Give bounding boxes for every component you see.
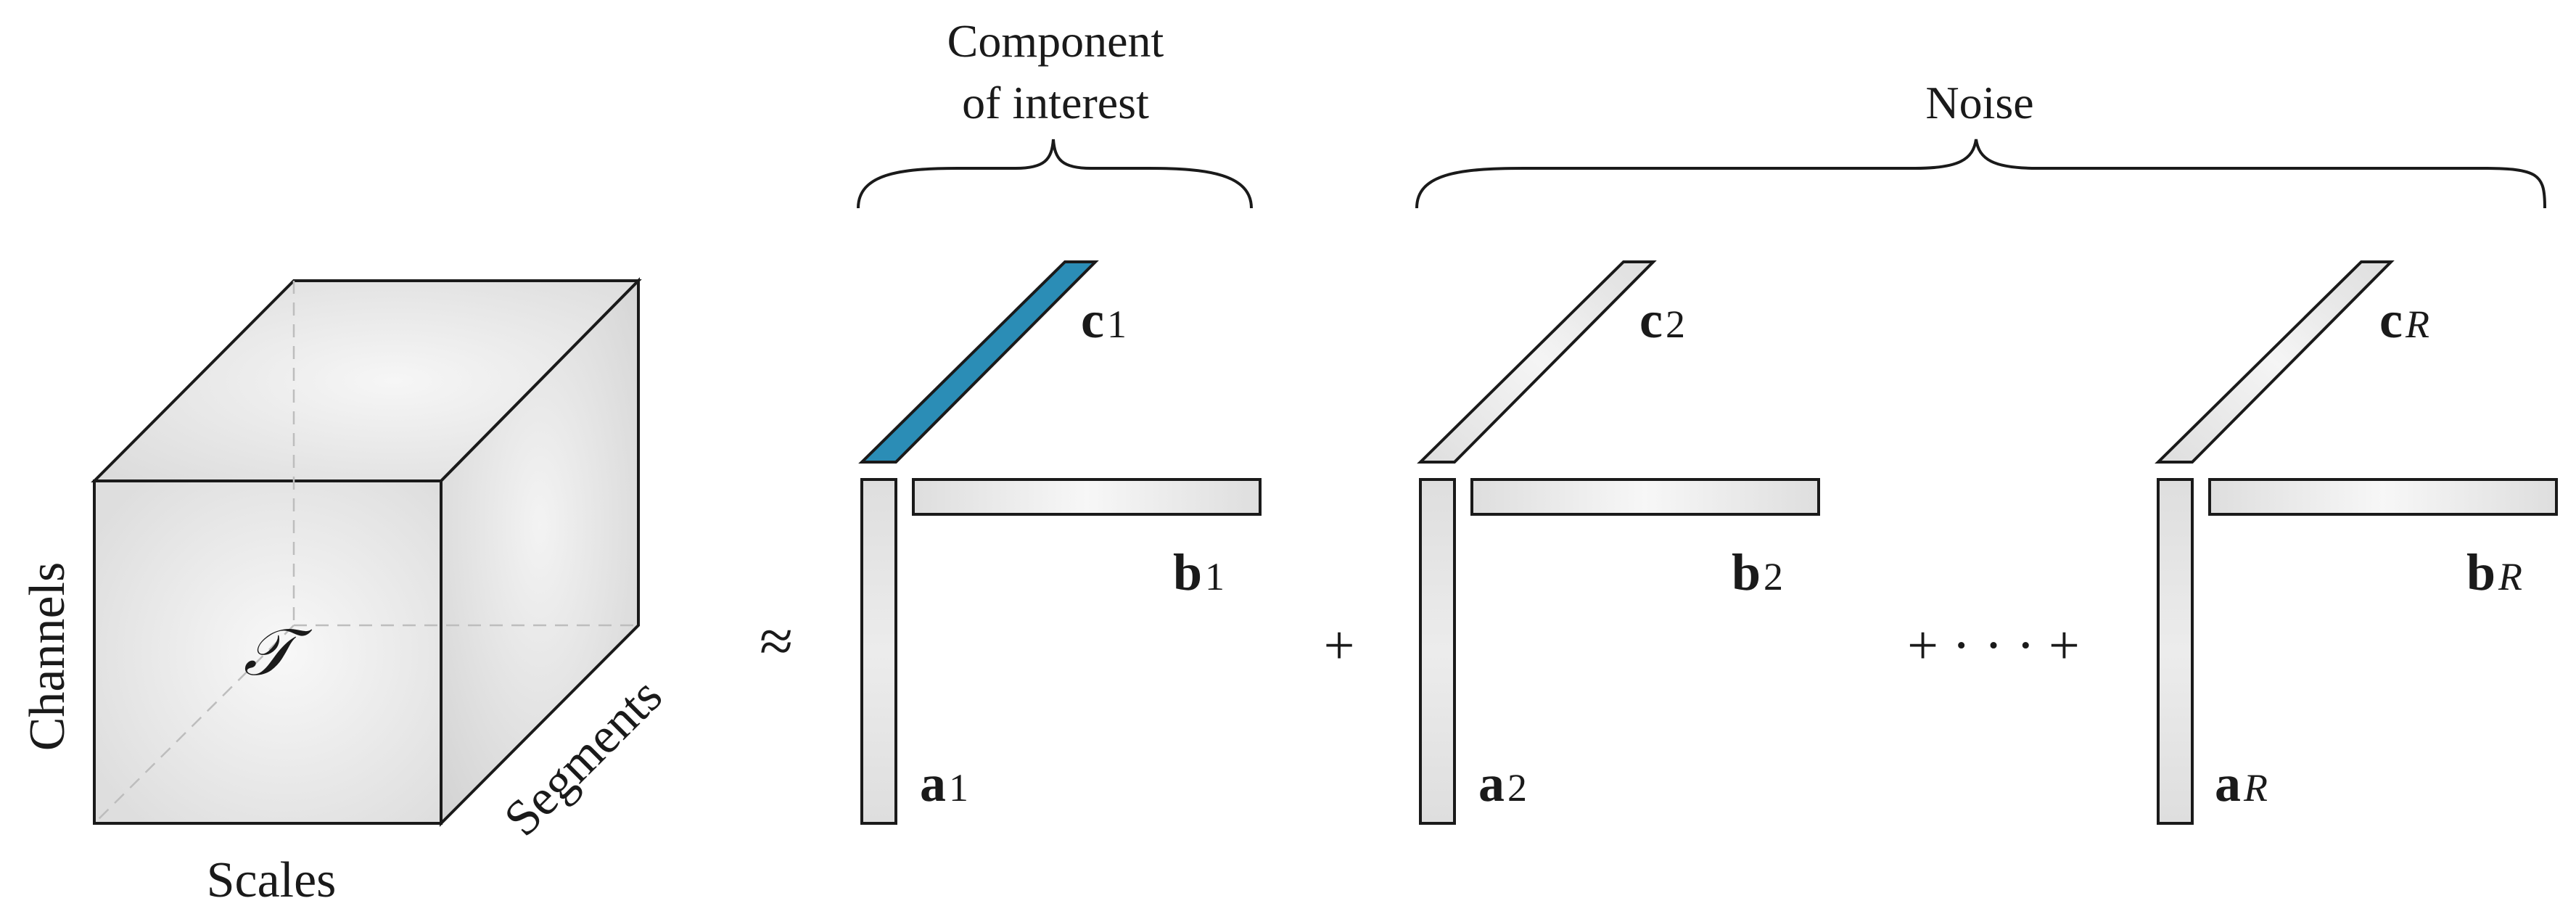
a1-label: a [920, 754, 946, 812]
vector-bR [2208, 478, 2558, 516]
vector-cR [2155, 260, 2395, 464]
channels-axis-label: Channels [20, 562, 75, 752]
scales-axis-label: Scales [207, 852, 337, 908]
component-of-interest-title-line2: of interest [962, 77, 1149, 128]
vector-b2 [1470, 478, 1820, 516]
component-of-interest-title-line1: Component [947, 15, 1164, 67]
vector-a1 [860, 478, 897, 825]
svg-text:a1: a1 [920, 754, 968, 812]
tensor-cube: 𝒯 Channels Scales Segments [20, 277, 673, 908]
b2-label: b [1732, 543, 1761, 601]
svg-text:c2: c2 [1639, 291, 1685, 349]
noise-title: Noise [1925, 77, 2033, 128]
svg-text:aR: aR [2215, 754, 2268, 812]
svg-text:a2: a2 [1478, 754, 1527, 812]
vector-b1 [912, 478, 1262, 516]
a2-label: a [1478, 754, 1505, 812]
svg-text:bR: bR [2466, 543, 2522, 601]
b1-subscript: 1 [1205, 555, 1225, 598]
vector-c2 [1417, 260, 1657, 464]
bR-subscript: R [2498, 555, 2522, 598]
noise-brace [1415, 139, 2546, 209]
b2-subscript: 2 [1764, 555, 1783, 598]
b1-label: b [1173, 543, 1202, 601]
aR-subscript: R [2243, 766, 2268, 810]
component-r: cR bR aR [2155, 260, 2558, 825]
cube-hidden-edges [94, 281, 638, 824]
c1-subscript: 1 [1107, 302, 1127, 346]
component-1: c1 b1 a1 [858, 260, 1262, 825]
plus-ellipsis-operator: + · · · + [1907, 615, 2080, 676]
c2-subscript: 2 [1666, 302, 1685, 346]
approx-operator: ≈ [760, 608, 793, 675]
vector-c1 [858, 260, 1099, 464]
bR-label: b [2466, 543, 2495, 601]
component-2: c2 b2 a2 [1417, 260, 1820, 825]
a2-subscript: 2 [1507, 766, 1527, 810]
vector-aR [2157, 478, 2194, 825]
svg-text:cR: cR [2379, 291, 2429, 349]
cR-subscript: R [2405, 302, 2429, 346]
aR-label: a [2215, 754, 2241, 812]
plus-operator: + [1324, 615, 1355, 676]
vector-a2 [1419, 478, 1456, 825]
component-of-interest-brace [857, 139, 1253, 209]
c2-label: c [1639, 291, 1663, 349]
svg-text:b1: b1 [1173, 543, 1225, 601]
c1-label: c [1081, 291, 1104, 349]
a1-subscript: 1 [949, 766, 968, 810]
svg-text:c1: c1 [1081, 291, 1127, 349]
cR-label: c [2379, 291, 2403, 349]
svg-text:b2: b2 [1732, 543, 1783, 601]
